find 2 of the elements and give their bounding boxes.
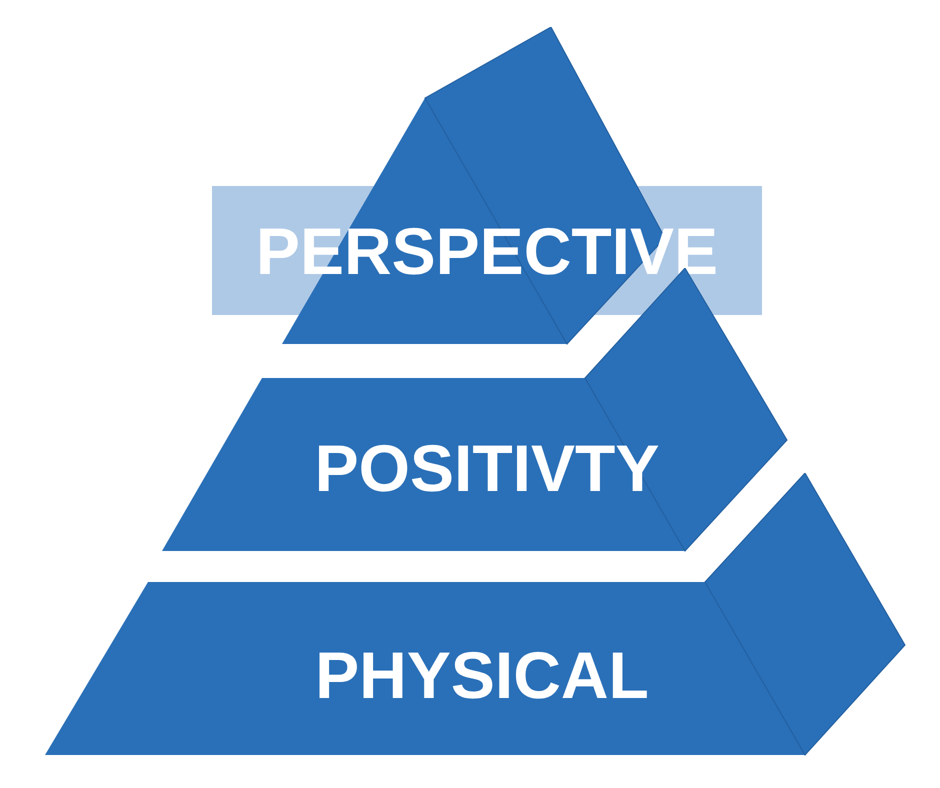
- tier-label: PHYSICAL: [315, 642, 649, 708]
- tier-label: POSITIVTY: [314, 434, 660, 500]
